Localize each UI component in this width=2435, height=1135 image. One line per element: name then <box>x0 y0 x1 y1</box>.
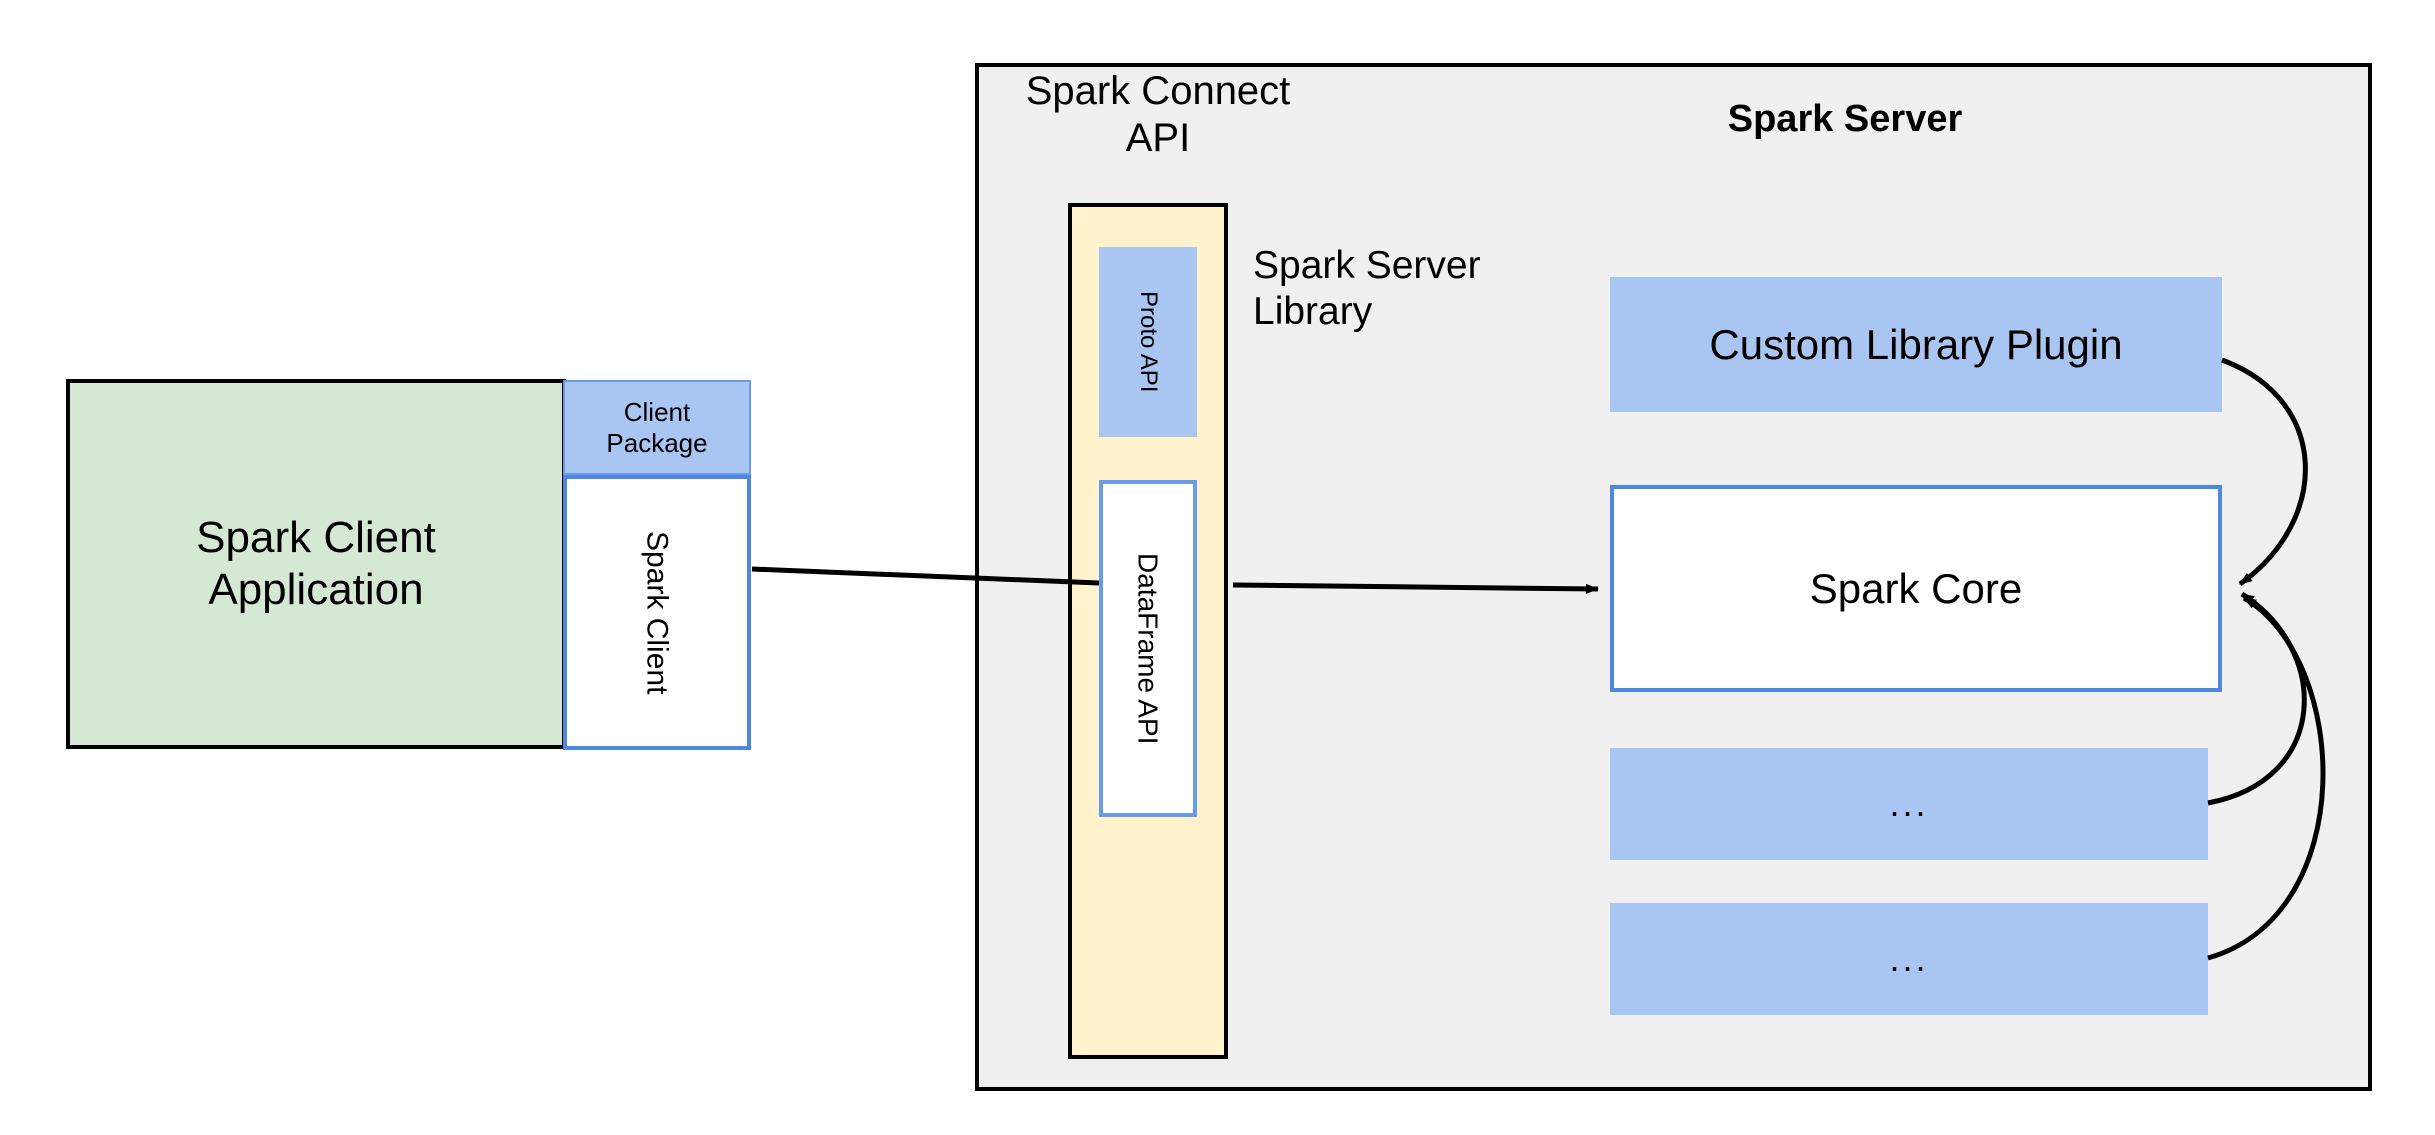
spark-server-title: Spark Server <box>1727 97 1963 140</box>
client-package-box: Client Package <box>563 380 751 475</box>
spark-server-library-label-line1: Spark Server <box>1253 244 1481 287</box>
client-package-line1: Client <box>623 396 691 427</box>
spark-client-label: Spark Client <box>640 530 674 695</box>
spark-server-library-label-line2: Library <box>1253 290 1373 334</box>
spark-connect-api-label-line1: Spark Connect <box>1025 69 1291 113</box>
spark-client-application-line2: Application <box>208 565 424 614</box>
dataframe-api-box: DataFrame API <box>1099 480 1197 817</box>
spark-server-library-label: Spark Server Library <box>1253 243 1553 343</box>
proto-api-box: Proto API <box>1099 247 1197 437</box>
spark-connect-api-label-line2: API <box>1125 116 1191 161</box>
ellipsis-box-2: ... <box>1610 903 2208 1015</box>
client-package-line2: Package <box>606 427 708 458</box>
custom-library-plugin-box: Custom Library Plugin <box>1610 277 2222 412</box>
spark-core-box: Spark Core <box>1610 485 2222 692</box>
dataframe-api-label: DataFrame API <box>1132 552 1164 745</box>
spark-client-application-box: Spark Client Application <box>66 379 566 749</box>
proto-api-label: Proto API <box>1135 291 1163 393</box>
ellipsis-box-1: ... <box>1610 748 2208 860</box>
spark-connect-api-label: Spark Connect API <box>1013 68 1303 160</box>
spark-client-application-line1: Spark Client <box>196 513 436 563</box>
spark-client-box: Spark Client <box>563 475 751 750</box>
